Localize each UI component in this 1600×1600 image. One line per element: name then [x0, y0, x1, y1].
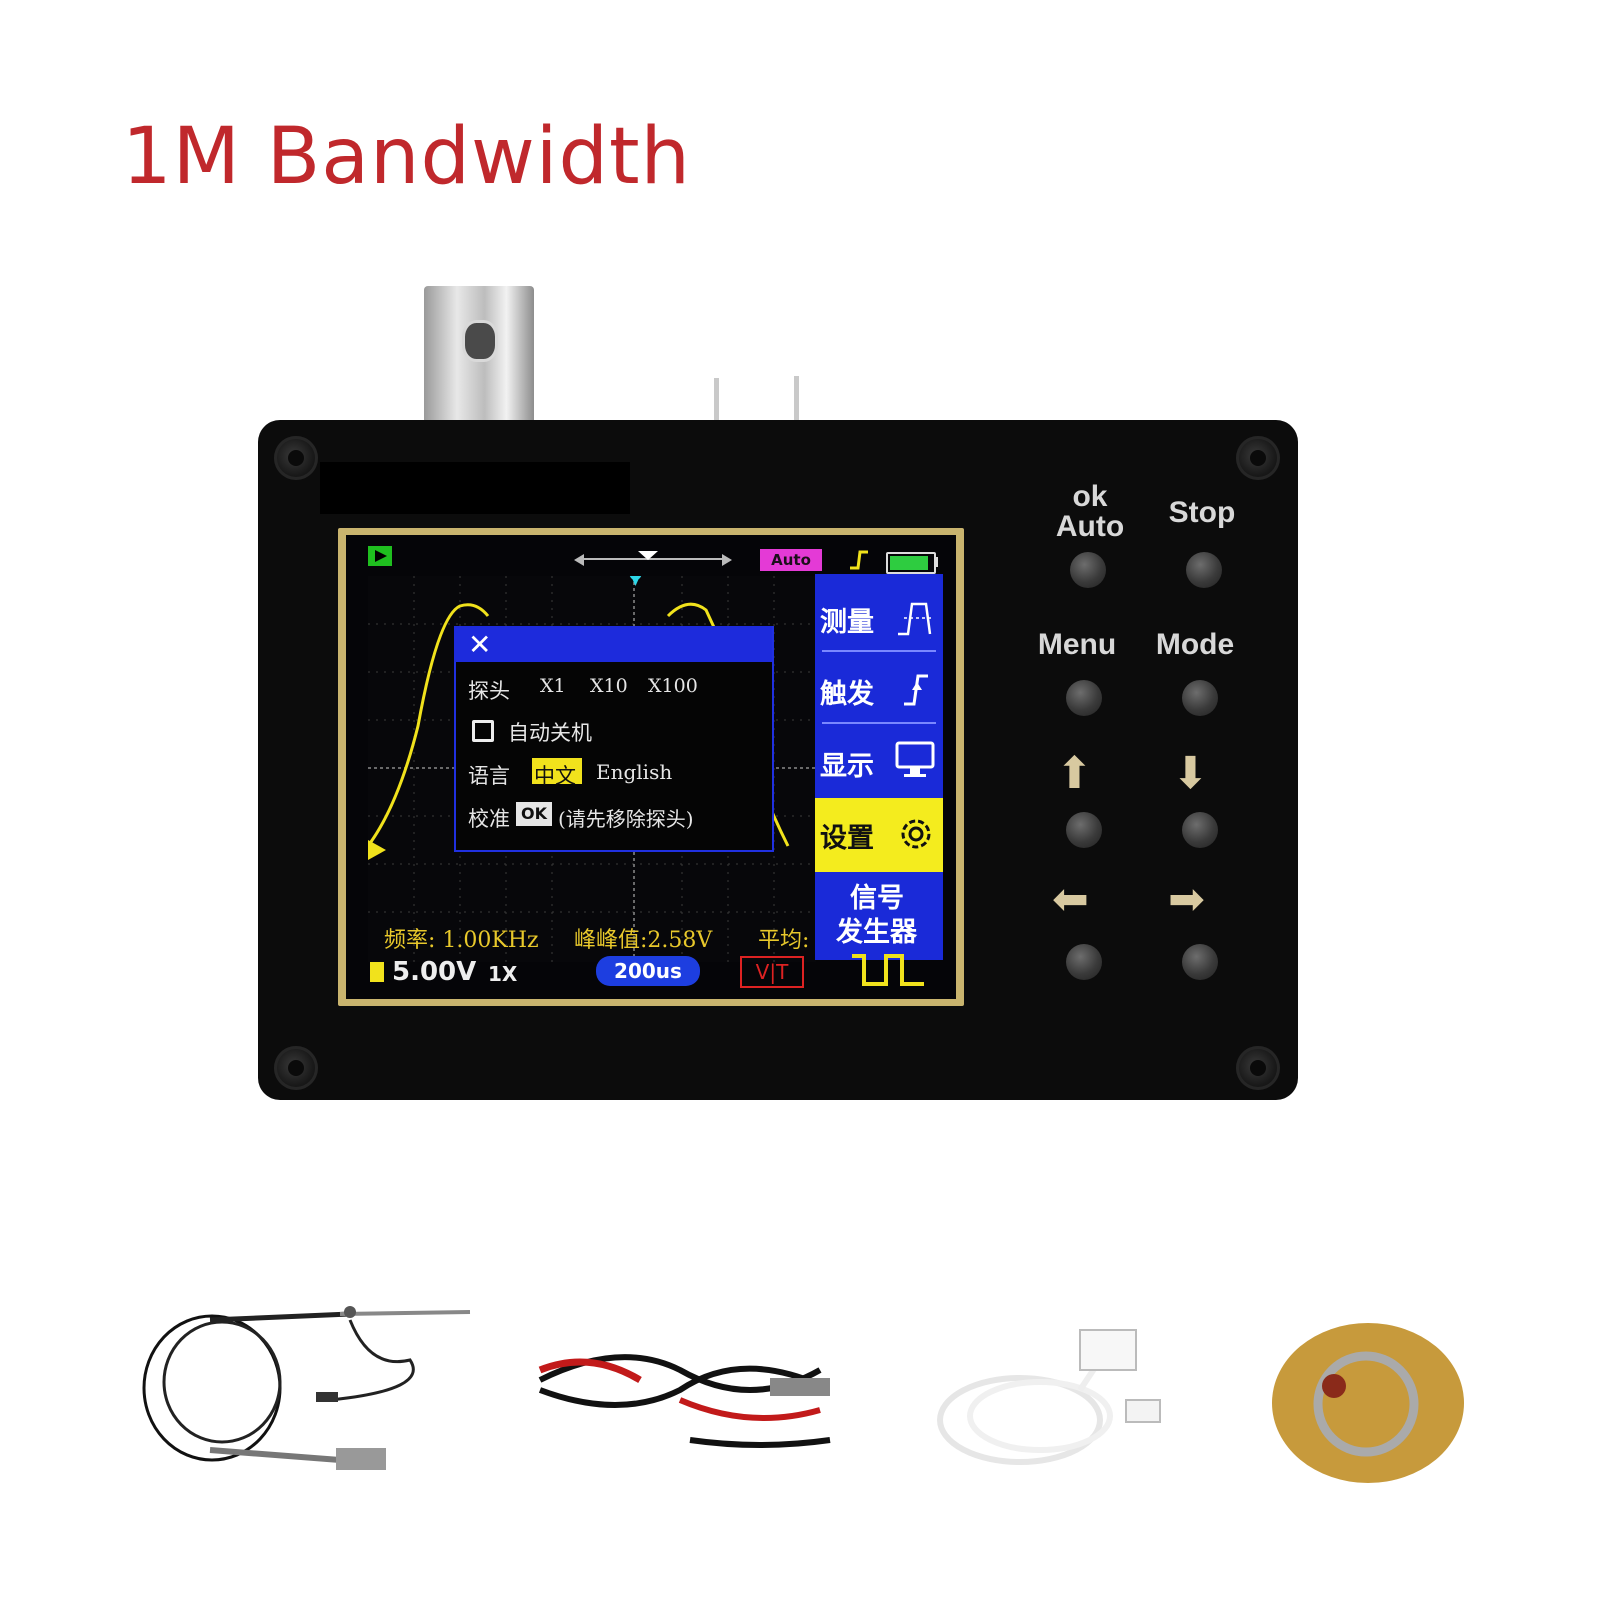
trigger-edge-icon — [850, 550, 868, 570]
menu-display-label: 显示 — [820, 751, 874, 782]
menu-item-display[interactable]: 显示 — [820, 744, 938, 783]
usb-cable — [937, 1329, 1161, 1465]
menu-item-signal-generator[interactable]: 信号 — [850, 876, 968, 915]
redacted-label — [320, 462, 630, 514]
mode-label: Mode — [1155, 628, 1235, 661]
probe-x100-option[interactable]: X100 — [648, 675, 698, 697]
ok-auto-button[interactable] — [1070, 552, 1106, 588]
menu-separator — [822, 722, 936, 724]
arrow-right-icon: ➡ — [1168, 874, 1205, 925]
screw-icon — [1236, 1046, 1280, 1090]
battery-level — [890, 556, 928, 570]
mode-button[interactable] — [1182, 680, 1218, 716]
language-label: 语言 — [468, 764, 510, 788]
probe-pin — [714, 378, 719, 440]
arrow-up-icon: ⬆ — [1056, 748, 1093, 799]
menu-button[interactable] — [1066, 680, 1102, 716]
trigger-icon — [904, 674, 928, 706]
menu-trigger-label: 触发 — [820, 679, 874, 710]
stop-label: Stop — [1168, 496, 1236, 529]
ok-label: ok — [1072, 480, 1108, 513]
menu-separator — [822, 650, 936, 652]
gear-icon — [901, 819, 931, 849]
trigger-position-arrows — [574, 551, 732, 566]
calibrate-ok-button[interactable]: OK — [516, 802, 552, 826]
measure-icon — [898, 602, 934, 636]
menu-siggen-line1: 信号 — [850, 883, 904, 914]
mode-badge: Auto — [760, 549, 822, 571]
oscilloscope-probe — [142, 1306, 471, 1470]
auto-off-checkbox[interactable] — [472, 720, 494, 742]
frequency-readout: 频率: 1.00KHz — [384, 928, 539, 953]
arrow-left-icon: ⬅ — [1052, 874, 1089, 925]
headline: 1M Bandwidth — [122, 112, 691, 202]
tools-icon: ✕ — [468, 629, 492, 660]
auto-label: Auto — [1055, 510, 1125, 543]
vt-cursor-toggle[interactable]: V|T — [740, 956, 804, 988]
language-en-option[interactable]: English — [596, 760, 673, 784]
channel-marker — [370, 962, 384, 982]
ring-holder — [1272, 1323, 1464, 1483]
language-zh-option[interactable]: 中文 — [534, 764, 576, 788]
timebase[interactable]: 200us — [596, 956, 700, 986]
up-button[interactable] — [1066, 812, 1102, 848]
peak-to-peak-readout: 峰峰值:2.58V — [574, 928, 713, 953]
menu-measure-label: 测量 — [820, 607, 874, 638]
menu-item-trigger[interactable]: 触发 — [820, 672, 938, 711]
dialog-header — [454, 626, 772, 662]
stop-button[interactable] — [1186, 552, 1222, 588]
language-zh-highlight — [532, 758, 582, 784]
volts-div: 5.00V — [392, 957, 477, 987]
monitor-icon — [895, 741, 935, 777]
down-button[interactable] — [1182, 812, 1218, 848]
square-wave-icon — [852, 954, 924, 986]
menu-siggen-line2: 发生器 — [836, 917, 917, 948]
auto-off-label: 自动关机 — [508, 721, 592, 745]
screw-icon — [274, 1046, 318, 1090]
probe-label: 探头 — [468, 679, 510, 703]
battery-tip — [934, 557, 938, 567]
calibrate-hint: (请先移除探头) — [558, 807, 694, 831]
arrow-down-icon: ⬇ — [1172, 748, 1209, 799]
probe-pin — [794, 376, 799, 440]
bnc-hole — [462, 320, 498, 362]
right-button[interactable] — [1182, 944, 1218, 980]
menu-settings-label: 设置 — [820, 823, 874, 854]
screw-icon — [1236, 436, 1280, 480]
menu-item-measure[interactable]: 测量 — [820, 600, 938, 639]
play-icon — [368, 546, 392, 566]
screw-icon — [274, 436, 318, 480]
probe-x10-option[interactable]: X10 — [590, 675, 628, 697]
settings-dialog — [454, 626, 774, 852]
bnc-alligator-cable — [538, 1354, 831, 1448]
average-readout: 平均: — [758, 928, 810, 953]
probe-factor: 1X — [488, 962, 518, 986]
menu-label: Menu — [1037, 628, 1117, 661]
calibrate-label: 校准 — [468, 807, 510, 831]
menu-item-settings[interactable]: 设置 — [820, 816, 938, 855]
left-button[interactable] — [1066, 944, 1102, 980]
trigger-position-ruler — [578, 558, 728, 560]
probe-x1-option[interactable]: X1 — [540, 675, 566, 697]
menu-item-signal-generator-2[interactable]: 发生器 — [836, 910, 954, 949]
